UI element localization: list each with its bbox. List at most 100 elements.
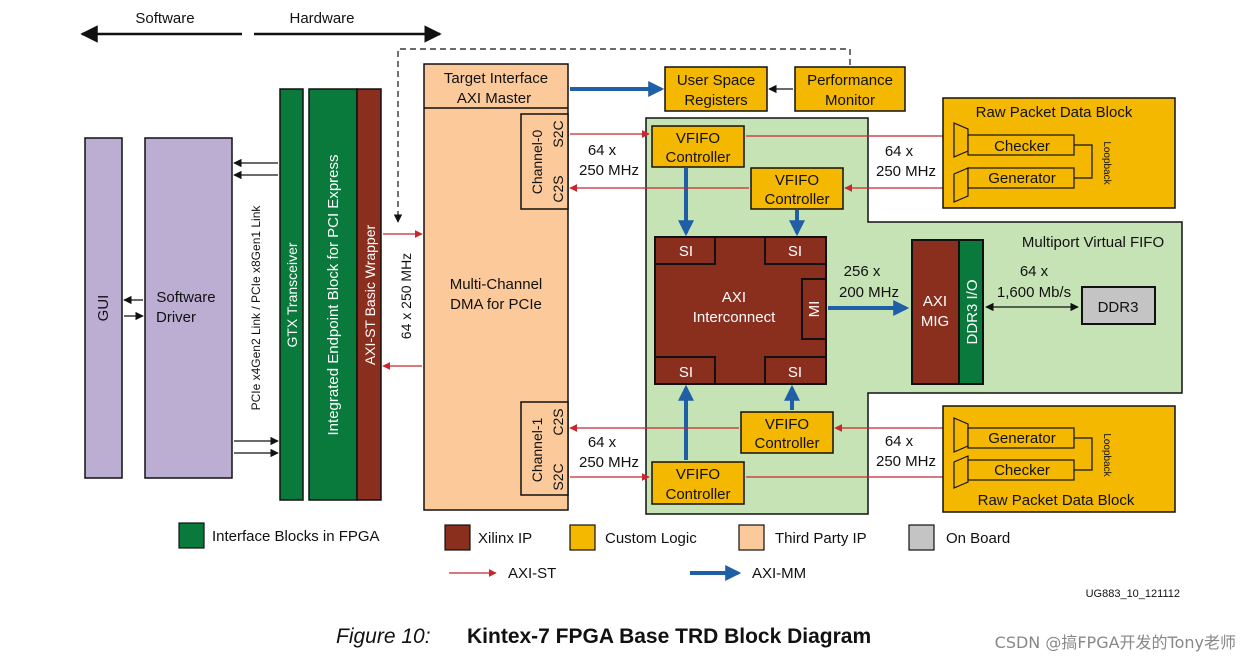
legend-swatch-third-party	[738, 524, 765, 551]
channel-0-c2s: C2S	[550, 175, 566, 202]
legend: Interface Blocks in FPGA Xilinx IP Custo…	[178, 522, 1010, 582]
svg-text:VFIFO: VFIFO	[676, 130, 720, 147]
checker-top-label: Checker	[994, 138, 1050, 155]
vfifo-controller-2	[750, 167, 844, 210]
legend-xilinx-label: Xilinx IP	[478, 530, 532, 547]
target-interface-label-2: AXI Master	[457, 90, 531, 107]
watermark: CSDN @搞FPGA开发的Tony老师	[995, 633, 1236, 652]
caption-title: Kintex-7 FPGA Base TRD Block Diagram	[467, 625, 871, 648]
performance-monitor-label-2: Monitor	[825, 92, 875, 109]
software-hardware-header: Software Hardware	[80, 10, 442, 43]
channel-1-c2s: C2S	[550, 408, 566, 435]
checker-bottom-label: Checker	[994, 462, 1050, 479]
gtx-transceiver-block	[279, 88, 304, 501]
generator-top-label: Generator	[988, 170, 1056, 187]
integrated-endpoint-block	[308, 88, 358, 501]
channel-0-s2c: S2C	[550, 120, 566, 147]
software-label: Software	[135, 10, 194, 27]
legend-swatch-custom	[569, 524, 596, 551]
svg-text:256 x: 256 x	[844, 263, 881, 280]
si-port-4: SI	[788, 364, 802, 381]
performance-monitor-block	[794, 66, 906, 112]
channel-1-block	[520, 401, 569, 496]
raw-packet-bottom-label: Raw Packet Data Block	[978, 492, 1135, 509]
checker-top-connector	[953, 122, 969, 158]
channel-1-label: Channel-1	[529, 417, 545, 482]
dma-label-2: DMA for PCIe	[450, 296, 542, 313]
caption-label: Figure 10:	[336, 625, 431, 648]
gui-block	[84, 137, 123, 479]
vfifo-controller-4	[651, 461, 745, 505]
svg-text:64 x: 64 x	[885, 143, 914, 160]
channel-0-block	[520, 113, 569, 210]
svg-text:64 x: 64 x	[588, 434, 617, 451]
integrated-endpoint-label: Integrated Endpoint Block for PCI Expres…	[325, 155, 342, 436]
generator-bottom-connector	[953, 417, 969, 453]
target-interface-label-1: Target Interface	[444, 70, 548, 87]
svg-text:VFIFO: VFIFO	[765, 416, 809, 433]
svg-text:VFIFO: VFIFO	[676, 466, 720, 483]
legend-on-board-label: On Board	[946, 530, 1010, 547]
software-driver-block	[144, 137, 233, 479]
channel-1-s2c: S2C	[550, 463, 566, 490]
legend-swatch-interface	[178, 522, 205, 549]
legend-third-party-label: Third Party IP	[775, 530, 867, 547]
loopback-bottom-label: Loopback	[1101, 433, 1112, 477]
user-space-label-2: Registers	[684, 92, 747, 109]
ddr3-io-block	[958, 239, 984, 385]
loopback-top	[1074, 144, 1093, 179]
axi-mig-label-2: MIG	[921, 313, 949, 330]
figure-id: UG883_10_121112	[1086, 588, 1180, 600]
vfifo-controller-3	[740, 411, 834, 454]
si-port-3: SI	[679, 364, 693, 381]
loopback-bottom	[1074, 437, 1093, 471]
user-space-label-1: User Space	[677, 72, 755, 89]
hardware-label: Hardware	[289, 10, 354, 27]
multiport-vfifo-label: Multiport Virtual FIFO	[1022, 234, 1164, 251]
legend-custom-label: Custom Logic	[605, 530, 697, 547]
user-space-registers-block	[664, 66, 768, 112]
si-ports	[654, 236, 827, 385]
legend-interface-label: Interface Blocks in FPGA	[212, 528, 380, 545]
axi-mig-label-1: AXI	[923, 293, 947, 310]
svg-text:Controller: Controller	[665, 149, 730, 166]
svg-text:250 MHz: 250 MHz	[876, 453, 936, 470]
loopback-top-label: Loopback	[1101, 141, 1112, 185]
gtx-transceiver-label: GTX Transceiver	[284, 242, 300, 347]
axi-st-wrapper-label: AXI-ST Basic Wrapper	[362, 225, 378, 366]
axi-interconnect-label-1: AXI	[722, 289, 746, 306]
axi-mig-block	[911, 239, 960, 385]
svg-text:VFIFO: VFIFO	[775, 172, 819, 189]
gui-label: GUI	[95, 295, 112, 322]
svg-text:250 MHz: 250 MHz	[579, 162, 639, 179]
legend-swatch-xilinx	[444, 524, 471, 551]
generator-bottom-label: Generator	[988, 430, 1056, 447]
svg-text:250 MHz: 250 MHz	[579, 454, 639, 471]
vfifo-controller-1	[651, 125, 745, 168]
software-driver-label-1: Software	[156, 289, 215, 306]
svg-text:Controller: Controller	[764, 191, 829, 208]
raw-packet-block-bottom	[942, 405, 1176, 513]
dashed-control-path	[393, 48, 851, 223]
ddr3-label: DDR3	[1098, 299, 1139, 316]
si-port-2: SI	[788, 243, 802, 260]
ddr3-block	[1081, 286, 1156, 325]
legend-swatch-on-board	[908, 524, 935, 551]
mi-port-label: MI	[806, 301, 823, 318]
channel-0-label: Channel-0	[529, 129, 545, 194]
svg-text:200 MHz: 200 MHz	[839, 284, 899, 301]
checker-bottom-connector	[953, 455, 969, 489]
wrapper-rate-label: 64 x 250 MHz	[398, 253, 414, 339]
generator-top-connector	[953, 167, 969, 203]
svg-text:64 x: 64 x	[1020, 263, 1049, 280]
raw-packet-top-label: Raw Packet Data Block	[976, 104, 1133, 121]
legend-axi-mm-label: AXI-MM	[752, 565, 806, 582]
svg-text:Controller: Controller	[665, 486, 730, 503]
svg-text:1,600 Mb/s: 1,600 Mb/s	[997, 284, 1071, 301]
svg-text:64 x: 64 x	[588, 142, 617, 159]
legend-axi-st-label: AXI-ST	[508, 565, 556, 582]
ddr3-io-label: DDR3 I/O	[964, 279, 981, 344]
axi-interconnect-label-2: Interconnect	[693, 309, 776, 326]
svg-text:250 MHz: 250 MHz	[876, 163, 936, 180]
